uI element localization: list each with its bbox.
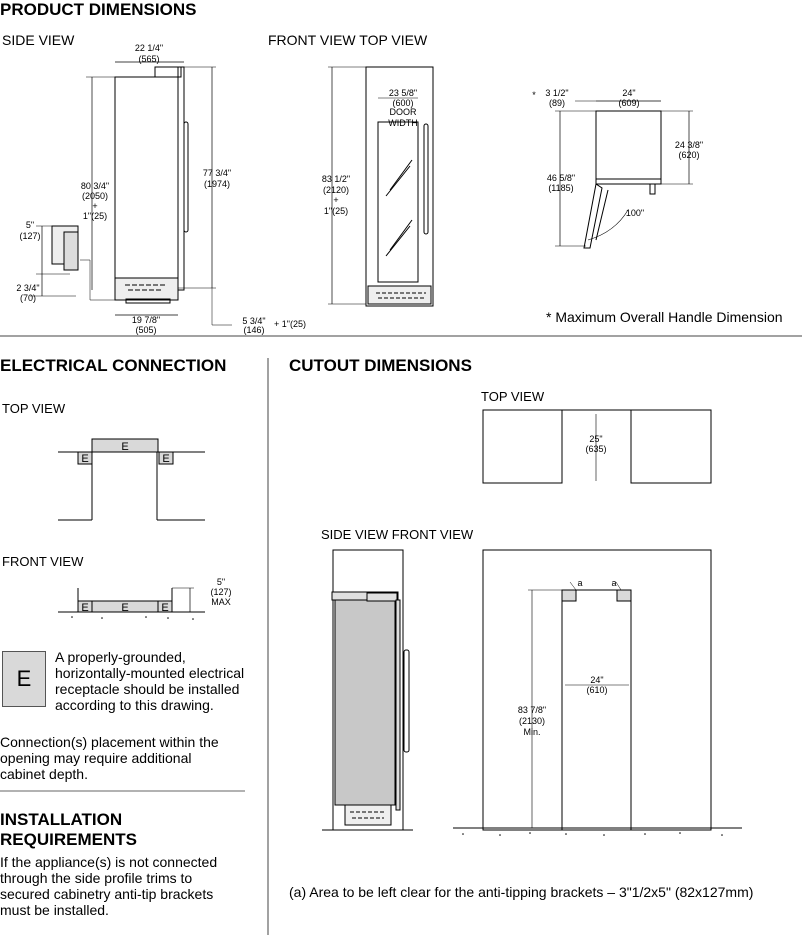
side-cabinet-height-in: 77 3/4" (203, 168, 231, 178)
side-cabinet-height-mm: (1974) (204, 179, 230, 189)
front-height-in: 83 1/2" (322, 174, 350, 184)
receptacle-e: E (162, 453, 169, 465)
legend-line: receptacle should be installed (55, 681, 240, 697)
cutout-top-view-drawing (482, 409, 712, 484)
cutout-depth-in: 25" (589, 434, 602, 444)
front-top-view-label: FRONT VIEW TOP VIEW (268, 32, 428, 48)
open-depth-in: 46 5/8" (547, 173, 575, 183)
installation-title: INSTALLATION REQUIREMENTS (0, 810, 137, 850)
legend-line: A properly-grounded, (55, 649, 186, 665)
plug-low-mm: (70) (20, 293, 36, 303)
toe-mm: (146) (243, 325, 264, 335)
cutout-height-min: Min. (523, 727, 540, 737)
electrical-front-view-drawing (58, 587, 205, 620)
installation-text: If the appliance(s) is not connected thr… (0, 854, 217, 918)
anti-tip-note: (a) Area to be left clear for the anti-t… (289, 884, 754, 900)
side-depth-mm: (565) (138, 54, 159, 64)
top-view-drawing (555, 100, 693, 249)
plug-low-in: 2 3/4" (16, 283, 39, 293)
door-width-in: 23 5/8" (389, 88, 417, 98)
toe-adjust: + 1"(25) (274, 319, 306, 329)
electrical-connection-title: ELECTRICAL CONNECTION (0, 356, 227, 375)
top-depth-mm: (620) (678, 150, 699, 160)
receptacle-e: E (81, 602, 88, 614)
star-marker: * (532, 90, 536, 100)
width-word: WIDTH (388, 118, 418, 128)
max-height-mm: (127) (210, 587, 231, 597)
note-line: opening may require additional (0, 750, 192, 766)
connection-placement-note: Connection(s) placement within the openi… (0, 734, 219, 782)
installation-line: If the appliance(s) is not connected (0, 854, 218, 870)
electrical-front-view-label: FRONT VIEW (2, 554, 84, 569)
max-word: MAX (211, 597, 231, 607)
cutout-depth-mm: (635) (585, 444, 606, 454)
side-view-label: SIDE VIEW (2, 32, 75, 48)
receptacle-legend-text: A properly-grounded, horizontally-mounte… (55, 649, 244, 713)
cutout-height-in: 83 7/8" (518, 705, 546, 715)
handle-mm: (89) (549, 98, 565, 108)
front-plus: + (333, 195, 338, 205)
door-width-mm: (600) (392, 98, 413, 108)
door-word: DOOR (390, 107, 418, 117)
receptacle-e: E (81, 453, 88, 465)
receptacle-e: E (121, 602, 128, 614)
installation-line: through the side profile trims to (0, 870, 193, 886)
installation-title-line: REQUIREMENTS (0, 830, 137, 849)
side-adjust: 1"(25) (83, 211, 107, 221)
cutout-width-mm: (610) (586, 685, 607, 695)
cutout-height-mm: (2130) (519, 716, 545, 726)
max-height-in: 5" (217, 577, 225, 587)
top-width-in: 24" (622, 88, 635, 98)
note-line: Connection(s) placement within the (0, 734, 219, 750)
front-adjust: 1"(25) (324, 206, 348, 216)
cutout-side-front-view-label: SIDE VIEW FRONT VIEW (321, 527, 474, 542)
cutout-front-view-drawing (453, 549, 742, 836)
clear-area-a: a (611, 578, 616, 588)
door-angle: 100" (626, 208, 644, 218)
legend-line: horizontally-mounted electrical (55, 665, 245, 681)
note-line: cabinet depth. (0, 766, 88, 782)
receptacle-e: E (121, 441, 128, 453)
cutout-dimensions-title: CUTOUT DIMENSIONS (289, 356, 472, 375)
product-dimensions-title: PRODUCT DIMENSIONS (0, 0, 197, 19)
side-total-height-in: 80 3/4" (81, 181, 109, 191)
side-total-height-mm: (2050) (82, 191, 108, 201)
electrical-top-view-label: TOP VIEW (2, 401, 66, 416)
installation-line: must be installed. (0, 902, 109, 918)
legend-line: according to this drawing. (55, 697, 214, 713)
receptacle-e: E (161, 602, 168, 614)
side-view-drawing (30, 61, 232, 326)
installation-line: secured cabinetry anti-tip brackets (0, 886, 214, 902)
electrical-top-view-drawing (58, 438, 205, 521)
cutout-width-in: 24" (590, 675, 603, 685)
installation-title-line: INSTALLATION (0, 810, 123, 829)
open-depth-mm: (1185) (548, 183, 573, 193)
base-depth-in: 19 7/8" (132, 315, 160, 325)
front-height-mm: (2120) (323, 185, 349, 195)
side-plus: + (92, 201, 97, 211)
handle-note: * Maximum Overall Handle Dimension (546, 309, 783, 325)
handle-in: 3 1/2" (545, 88, 568, 98)
plug-height-in: 5" (26, 220, 34, 230)
plug-height-mm: (127) (19, 231, 40, 241)
receptacle-legend-symbol: E (2, 651, 46, 707)
side-depth-in: 22 1/4" (135, 43, 163, 53)
top-depth-in: 24 3/8" (675, 140, 703, 150)
cutout-top-view-label: TOP VIEW (481, 389, 545, 404)
top-width-mm: (609) (618, 98, 639, 108)
toe-in: 5 3/4" (242, 316, 265, 326)
cutout-side-view-drawing (322, 549, 413, 831)
base-depth-mm: (505) (135, 325, 156, 335)
clear-area-a: a (577, 578, 582, 588)
front-view-drawing (328, 66, 434, 307)
